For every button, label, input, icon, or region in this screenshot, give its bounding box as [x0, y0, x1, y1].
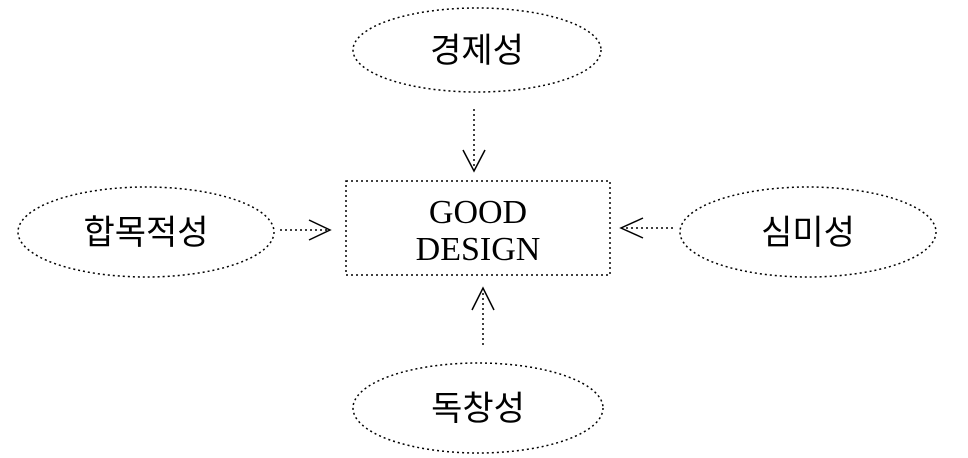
node-bottom-ellipse [352, 362, 604, 454]
center-label-line1: GOOD [429, 194, 527, 231]
node-left-label: 합목적성 [83, 213, 208, 253]
arrow-top-head [462, 149, 486, 173]
center-label-line2: DESIGN [416, 231, 541, 268]
node-right-label: 심미성 [761, 213, 855, 253]
arrow-left-head [308, 219, 332, 241]
node-top-label: 경제성 [430, 31, 524, 71]
arrow-right-head [619, 217, 644, 239]
node-right-ellipse [679, 186, 937, 278]
node-top-ellipse [352, 7, 602, 93]
arrow-bottom-head [471, 286, 495, 311]
center-box [345, 180, 611, 276]
node-bottom-label: 독창성 [431, 389, 525, 429]
node-left-ellipse [17, 186, 275, 278]
